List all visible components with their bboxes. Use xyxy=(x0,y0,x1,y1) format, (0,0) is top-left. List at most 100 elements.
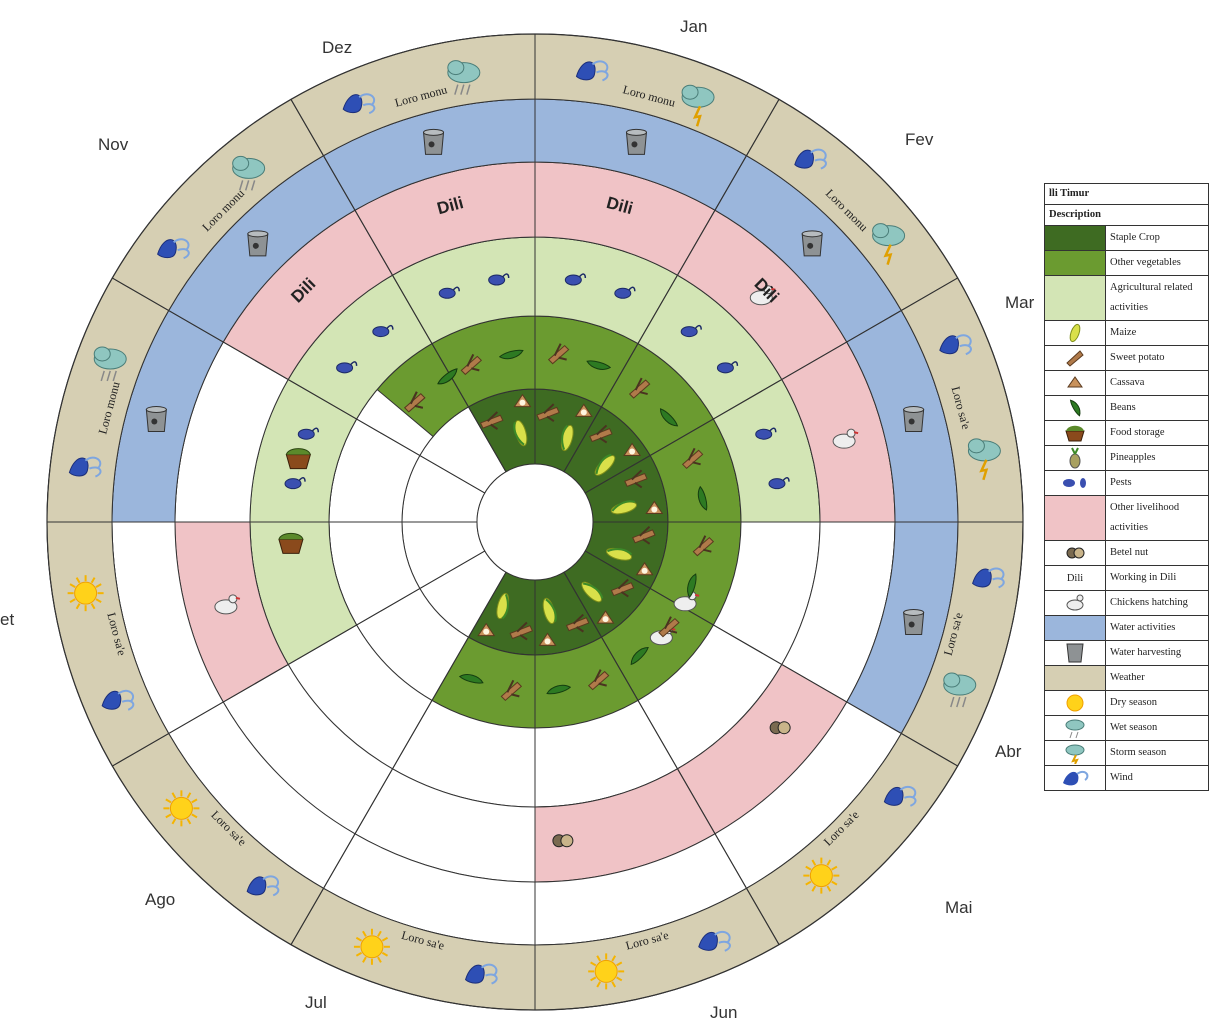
water-bucket-icon xyxy=(247,230,269,257)
month-divider xyxy=(112,550,486,767)
legend-label: Storm season xyxy=(1110,747,1167,758)
chicken-icon xyxy=(214,594,241,615)
beans-icon xyxy=(630,646,649,666)
swatch-water xyxy=(1045,616,1105,640)
dili-symbol-text: Dili xyxy=(1066,572,1084,584)
beans-icon xyxy=(437,368,458,385)
sun-icon xyxy=(67,575,104,612)
legend-item-cassava: Cassava xyxy=(1045,371,1208,396)
sweet-potato-icon xyxy=(500,679,523,702)
legend-item-pests: Pests xyxy=(1045,471,1208,496)
pests-icon xyxy=(755,427,777,440)
sweet-potato-icon xyxy=(632,525,656,545)
pests-icon xyxy=(284,476,306,490)
sun-icon xyxy=(588,953,625,990)
beans-icon xyxy=(498,349,524,360)
legend-label: Food storage xyxy=(1110,427,1165,438)
swatch-staple xyxy=(1045,226,1105,250)
maize-icon xyxy=(1045,321,1106,345)
cassava-icon xyxy=(645,500,664,514)
sun-icon xyxy=(1045,691,1106,715)
legend-label: Sweet potato xyxy=(1110,352,1165,363)
rain-cloud-icon xyxy=(943,672,977,708)
wind-icon xyxy=(68,456,102,478)
swatch-other_veg xyxy=(1045,251,1105,275)
legend-item-wet: Wet season xyxy=(1045,716,1208,741)
beans-icon xyxy=(1045,396,1106,420)
legend-item-other-veg: Other vegetables xyxy=(1045,251,1208,276)
legend-item-water-harvest: Water harvesting xyxy=(1045,641,1208,666)
maize-icon xyxy=(513,419,528,447)
month-divider xyxy=(563,99,780,473)
legend-item-dry: Dry season xyxy=(1045,691,1208,716)
legend-label: Pests xyxy=(1110,477,1132,488)
cassava-icon xyxy=(596,610,615,624)
beans-icon xyxy=(586,360,612,370)
legend-item-weather: Weather xyxy=(1045,666,1208,691)
water-bucket-icon xyxy=(422,128,445,155)
legend-label: Staple Crop xyxy=(1110,232,1160,243)
sweet-potato-icon xyxy=(479,411,504,430)
legend-label: Water harvesting xyxy=(1110,647,1182,658)
month-label-dez: Dez xyxy=(322,38,352,57)
rain-cloud-icon xyxy=(93,346,127,382)
water-bucket-icon xyxy=(801,230,823,257)
legend-item-beans: Beans xyxy=(1045,396,1208,421)
wind-icon xyxy=(972,567,1005,589)
rain-cloud-icon xyxy=(1045,716,1106,740)
month-divider xyxy=(563,571,780,945)
month-label-mar: Mar xyxy=(1005,293,1035,312)
month-dividers xyxy=(46,33,1024,1011)
legend-item-maize: Maize xyxy=(1045,321,1208,346)
sweet-potato-icon xyxy=(547,343,570,365)
legend-label: Beans xyxy=(1110,402,1136,413)
legend-swatch xyxy=(1045,276,1106,320)
month-label-abr: Abr xyxy=(995,742,1022,761)
sun-icon xyxy=(163,790,200,827)
legend-item-food-storage: Food storage xyxy=(1045,421,1208,446)
sweet-potato-icon xyxy=(610,578,635,598)
legend-label: Other livelihood activities xyxy=(1110,502,1180,533)
legend-swatch xyxy=(1045,666,1106,690)
betel-nut-icon xyxy=(1045,541,1106,565)
maize-icon xyxy=(605,547,633,561)
food-storage-icon xyxy=(1045,421,1106,445)
legend-label: Weather xyxy=(1110,672,1145,683)
center-hole xyxy=(476,463,594,581)
water-bucket-icon xyxy=(625,128,648,155)
pests-icon xyxy=(1045,471,1106,495)
legend-label: Other vegetables xyxy=(1110,257,1181,268)
legend-label: Cassava xyxy=(1110,377,1145,388)
calendar-icons xyxy=(67,60,1005,990)
month-label-set: et xyxy=(0,610,14,629)
wind-icon xyxy=(1045,766,1106,790)
sweet-potato-icon xyxy=(587,669,610,691)
legend-subtitle: Description xyxy=(1045,205,1208,226)
legend-label: Water activities xyxy=(1110,622,1176,633)
pests-icon xyxy=(716,361,739,374)
sweet-potato-icon xyxy=(565,613,590,633)
storm-cloud-icon xyxy=(681,84,715,127)
legend-label: Wind xyxy=(1110,772,1133,783)
legend-text-symbol: Dili xyxy=(1045,566,1106,590)
sweet-potato-icon xyxy=(1045,346,1106,370)
legend-item-staple: Staple Crop xyxy=(1045,226,1208,251)
sweet-potato-icon xyxy=(404,391,426,413)
legend-item-wind: Wind xyxy=(1045,766,1208,790)
beans-icon xyxy=(458,674,484,684)
legend-item-storm: Storm season xyxy=(1045,741,1208,766)
cassava-icon xyxy=(1045,371,1106,395)
legend-label: Wet season xyxy=(1110,722,1158,733)
month-divider xyxy=(584,277,958,494)
legend-item-sweet-potato: Sweet potato xyxy=(1045,346,1208,371)
water-bucket-icon xyxy=(903,406,925,433)
wind-icon xyxy=(939,334,972,356)
cassava-icon xyxy=(574,403,593,417)
month-label-mai: Mai xyxy=(945,898,972,917)
pests-icon xyxy=(336,361,358,374)
cassava-icon xyxy=(477,622,496,637)
cassava-icon xyxy=(635,561,654,576)
